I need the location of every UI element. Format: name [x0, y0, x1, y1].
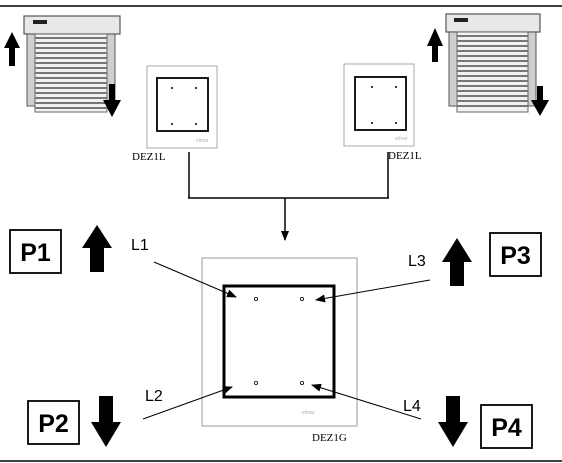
down-arrow-icon	[91, 396, 121, 447]
down-arrow-icon	[438, 396, 468, 447]
main-dez1g-label: DEZ1G	[312, 432, 347, 444]
button-pointer-lines	[142, 261, 431, 420]
up-arrow-icon	[82, 225, 112, 272]
button-label-l4: L4	[403, 398, 421, 415]
right-dez1l-label: DEZ1L	[388, 150, 422, 162]
main-dez1g-device: elmar	[201, 257, 358, 427]
connection-wire	[188, 152, 389, 241]
right-dez1l-device: elmar	[343, 63, 415, 147]
output-p4-label: P4	[491, 414, 522, 442]
output-p2: P2	[27, 400, 80, 445]
right-roller-shutter-icon	[427, 13, 549, 116]
right-dez1l-brand: elmar	[395, 136, 408, 142]
main-dez1g-brand: elmar	[302, 410, 315, 416]
left-dez1l-brand: elmar	[196, 138, 209, 144]
button-label-l2: L2	[145, 388, 163, 405]
left-dez1l-label: DEZ1L	[132, 151, 166, 163]
output-p4: P4	[480, 404, 533, 449]
button-label-l3: L3	[408, 253, 426, 270]
output-p1: P1	[9, 229, 62, 274]
up-arrow-icon	[442, 238, 472, 286]
output-p2-label: P2	[38, 410, 69, 438]
output-p3-label: P3	[500, 242, 531, 270]
left-roller-shutter-icon	[4, 15, 121, 117]
button-label-l1: L1	[131, 237, 149, 254]
output-p1-label: P1	[20, 239, 51, 267]
output-p3: P3	[489, 232, 542, 277]
left-dez1l-device: elmar	[146, 65, 218, 149]
